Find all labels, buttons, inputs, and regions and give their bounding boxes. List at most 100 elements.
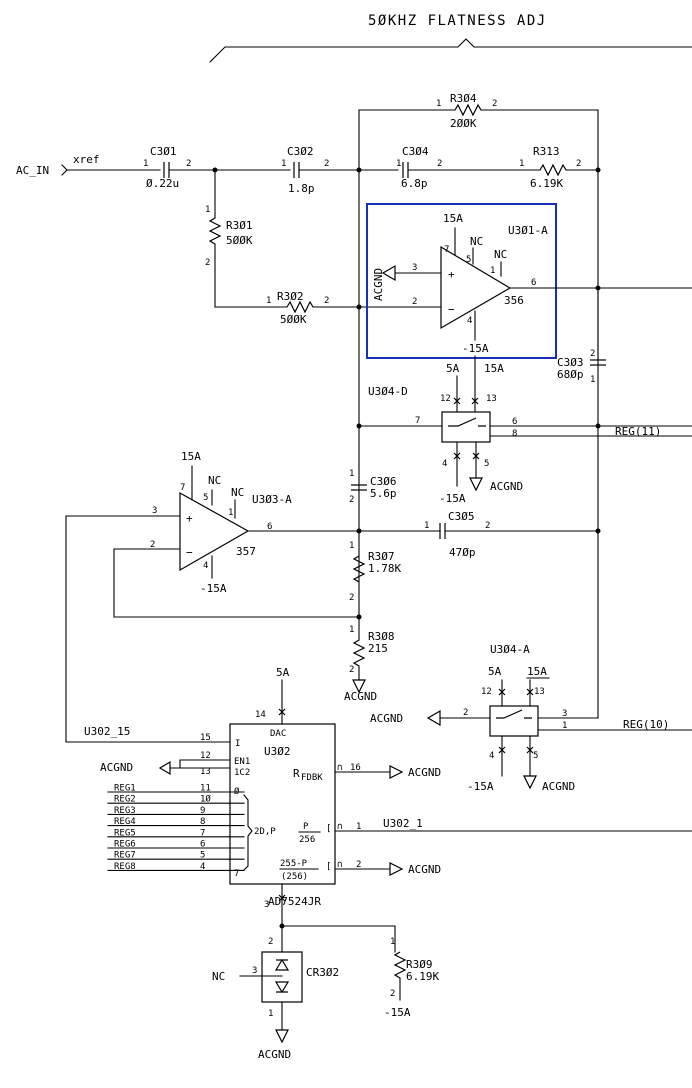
c304-pin1: 1 bbox=[396, 159, 401, 169]
diode-cr302-symbols bbox=[274, 958, 290, 994]
cr302-pin2: 2 bbox=[268, 937, 273, 947]
u304d-pin7: 7 bbox=[415, 416, 420, 426]
u302-pin16-hook: ∩ bbox=[337, 763, 342, 773]
u303a-pin5: 5 bbox=[203, 493, 208, 503]
reg10-label: REG(10) bbox=[623, 718, 669, 731]
c302-ref: C3Ø2 bbox=[287, 145, 314, 158]
switch-u304d bbox=[441, 411, 491, 443]
r302-pin1: 1 bbox=[266, 296, 271, 306]
r313-pin1: 1 bbox=[519, 159, 524, 169]
u302-rfdbk-acgnd: ACGND bbox=[408, 766, 441, 779]
reg-input-pin: 4 bbox=[200, 862, 205, 872]
r304-pin2: 2 bbox=[492, 99, 497, 109]
opamp-u303a bbox=[179, 491, 250, 572]
u302-pin1-bracket: [ bbox=[326, 824, 331, 834]
switch-u304a bbox=[489, 705, 539, 737]
reg-input-label: REG4 bbox=[114, 817, 136, 827]
u302-pin-0: Ø bbox=[234, 786, 240, 797]
c303-ref: C3Ø3 bbox=[557, 356, 584, 369]
u304d-m15: -15A bbox=[439, 492, 466, 505]
reg-input-pin: 7 bbox=[200, 828, 205, 838]
u304a-pin2: 2 bbox=[463, 708, 468, 718]
u302-pin2: 2 bbox=[356, 860, 361, 870]
u303a-pin3-wire bbox=[65, 515, 231, 743]
ac-in-connector bbox=[61, 164, 68, 176]
junction-dots bbox=[212, 167, 601, 620]
r308-value: 215 bbox=[368, 642, 388, 655]
u301a-type: 356 bbox=[504, 294, 524, 307]
u303a-pin7: 7 bbox=[180, 483, 185, 493]
r301-ref: R3Ø1 bbox=[226, 219, 253, 232]
c304-value: 6.8p bbox=[401, 177, 428, 190]
u302-en-wires bbox=[169, 759, 231, 769]
r307-value: 1.78K bbox=[368, 562, 401, 575]
u303a-pin3: 3 bbox=[152, 506, 157, 516]
u302-pin1-hook: ∩ bbox=[337, 822, 342, 832]
u301a-pwr-minus: -15A bbox=[462, 342, 489, 355]
c301-ref: C3Ø1 bbox=[150, 145, 177, 158]
c301-pin2: 2 bbox=[186, 159, 191, 169]
u302-pn-den: (256) bbox=[281, 872, 308, 882]
c303-pin1: 1 bbox=[590, 375, 595, 385]
resistor-r302 bbox=[286, 300, 314, 314]
r307-ref: R3Ø7 bbox=[368, 550, 395, 563]
u302-kind: DAC bbox=[270, 729, 286, 739]
u302-p-den: 256 bbox=[299, 835, 315, 845]
u304a-pin3: 3 bbox=[562, 709, 567, 719]
reg-input-label: REG3 bbox=[114, 806, 136, 816]
acgnd-cr302-symbol bbox=[275, 1029, 289, 1044]
u304a-pin1: 1 bbox=[562, 721, 567, 731]
u304d-pin8: 8 bbox=[512, 429, 517, 439]
resistor-r304 bbox=[454, 103, 482, 117]
r309-ref: R3Ø9 bbox=[406, 958, 433, 971]
c303-value: 68Øp bbox=[557, 368, 584, 381]
title: 5ØKHZ FLATNESS ADJ bbox=[368, 13, 547, 29]
no-connect-x bbox=[278, 894, 286, 902]
u303a-pin6: 6 bbox=[267, 522, 272, 532]
cr302-nc: NC bbox=[212, 970, 225, 983]
u302-pin2-bracket: [ bbox=[326, 862, 331, 872]
title-bracket bbox=[209, 38, 692, 63]
cr302-pin3: 3 bbox=[252, 966, 257, 976]
u303a-pin4: 4 bbox=[203, 561, 208, 571]
resistor-r307 bbox=[352, 555, 366, 583]
r309-m15: -15A bbox=[384, 1006, 411, 1019]
u302-15-label: U302_15 bbox=[84, 725, 130, 738]
c304-pin2: 2 bbox=[437, 159, 442, 169]
u304d-5a: 5A bbox=[446, 362, 460, 375]
xref-label: xref bbox=[73, 153, 100, 166]
c304-ref: C3Ø4 bbox=[402, 145, 429, 158]
u304a-pin13: 13 bbox=[534, 687, 545, 697]
c306-value: 5.6p bbox=[370, 487, 397, 500]
acgnd-u302-rfdbk-symbol bbox=[389, 765, 404, 779]
u302-acgnd-en: ACGND bbox=[100, 761, 133, 774]
resistor-r313 bbox=[539, 163, 567, 177]
r308-acgnd: ACGND bbox=[344, 690, 377, 703]
u301a-pin3: 3 bbox=[412, 263, 417, 273]
no-connect-x bbox=[498, 688, 506, 696]
r304-value: 2ØØK bbox=[450, 117, 477, 130]
r309-pin1: 1 bbox=[390, 937, 395, 947]
c301-value: Ø.22u bbox=[146, 177, 179, 190]
u302-pin2-hook: ∩ bbox=[337, 860, 342, 870]
capacitor-c306 bbox=[351, 484, 367, 491]
c305-pin2: 2 bbox=[485, 521, 490, 531]
u302-bus-brace bbox=[243, 794, 253, 871]
u302-pin-7: 7 bbox=[234, 869, 239, 879]
u303a-nc5: NC bbox=[208, 474, 221, 487]
u302-pin12: 12 bbox=[200, 751, 211, 761]
u302-pin-2d: 2D,P bbox=[254, 827, 276, 837]
no-connect-x bbox=[278, 708, 286, 716]
r309-value: 6.19K bbox=[406, 970, 439, 983]
no-connect-x bbox=[453, 452, 461, 460]
u301a-pin6: 6 bbox=[531, 278, 536, 288]
no-connect-x bbox=[453, 397, 461, 405]
selection-box bbox=[366, 203, 557, 359]
no-connect-marks bbox=[278, 397, 534, 902]
reg-input-pin: 8 bbox=[200, 817, 205, 827]
acgnd-u304a-bottom-symbol bbox=[523, 775, 537, 790]
switch-u304d-blade bbox=[448, 417, 486, 427]
reg-input-pin: 6 bbox=[200, 840, 205, 850]
resistor-r308 bbox=[352, 639, 366, 667]
